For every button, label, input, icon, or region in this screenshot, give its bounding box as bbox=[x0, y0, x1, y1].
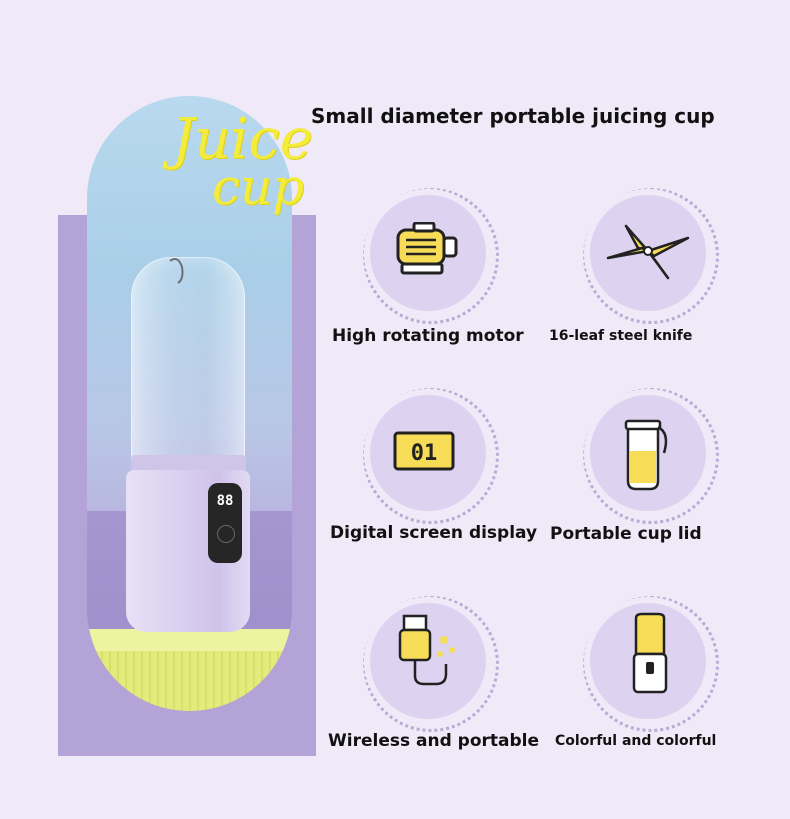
cup-lid-icon bbox=[624, 419, 668, 491]
dotted-ring bbox=[363, 596, 499, 732]
juice-word: Juice bbox=[172, 107, 313, 172]
bottle-strap bbox=[169, 258, 184, 284]
display-icon-text: 01 bbox=[411, 441, 438, 466]
product-capsule bbox=[87, 96, 292, 711]
dotted-ring bbox=[583, 388, 719, 524]
dotted-ring bbox=[583, 596, 719, 732]
bottle-display: 88 bbox=[208, 483, 242, 563]
bottle-band bbox=[131, 455, 246, 471]
feature-label-lid: Portable cup lid bbox=[550, 524, 702, 544]
blender-bottle-glass bbox=[131, 257, 245, 469]
feature-label-colorful: Colorful and colorful bbox=[555, 733, 717, 749]
feature-label-motor: High rotating motor bbox=[332, 326, 524, 346]
blender-bottle-icon bbox=[632, 612, 668, 694]
page-title: Small diameter portable juicing cup bbox=[311, 104, 715, 128]
juice-cup-logo: Juice cup bbox=[172, 107, 313, 216]
blade-icon bbox=[606, 224, 690, 280]
power-button-icon bbox=[217, 525, 235, 543]
cup-word: cup bbox=[212, 158, 305, 216]
motor-icon bbox=[396, 222, 458, 275]
feature-label-wireless: Wireless and portable bbox=[328, 731, 540, 751]
dotted-ring bbox=[583, 188, 719, 324]
pedestal-front bbox=[87, 651, 292, 711]
dotted-ring bbox=[363, 388, 499, 524]
feature-label-display: Digital screen display bbox=[330, 523, 538, 543]
display-digits: 88 bbox=[216, 493, 234, 509]
digital-display-icon: 01 bbox=[393, 431, 455, 471]
feature-label-knife: 16-leaf steel knife bbox=[549, 328, 693, 344]
feature-circle bbox=[370, 603, 486, 719]
usb-plug-icon bbox=[398, 614, 455, 686]
dotted-ring bbox=[363, 188, 499, 324]
pedestal-top bbox=[87, 629, 292, 651]
